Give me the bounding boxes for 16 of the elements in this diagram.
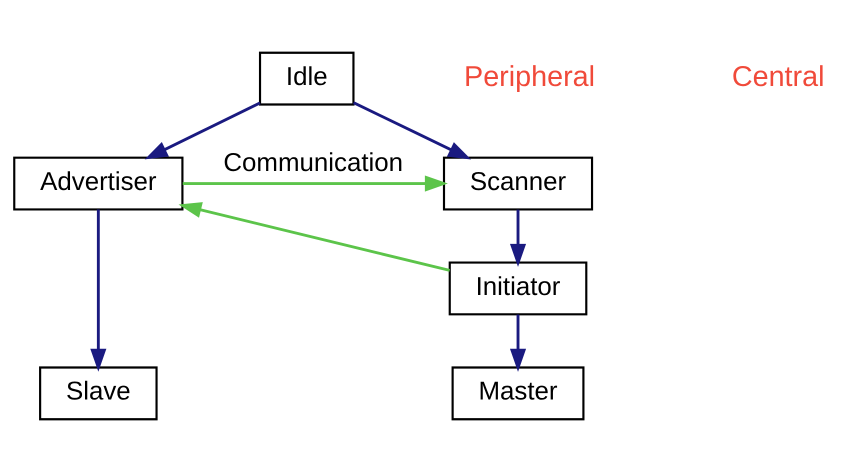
arrow — [144, 101, 261, 159]
node-box: Initiator — [448, 261, 588, 315]
node-box: Scanner — [442, 156, 594, 210]
node-box: Idle — [258, 51, 355, 106]
arrow — [510, 314, 526, 372]
arrow — [182, 174, 448, 192]
arrow — [90, 209, 106, 372]
arrow — [178, 202, 450, 272]
arrow — [353, 100, 472, 159]
node-box: Advertiser — [13, 156, 184, 210]
node-box: Master — [452, 366, 584, 420]
label: Central — [732, 60, 824, 92]
arrow — [510, 209, 526, 266]
edge-label: Communication — [223, 148, 404, 177]
node-box: Slave — [39, 366, 158, 420]
label: Peripheral — [464, 60, 596, 92]
